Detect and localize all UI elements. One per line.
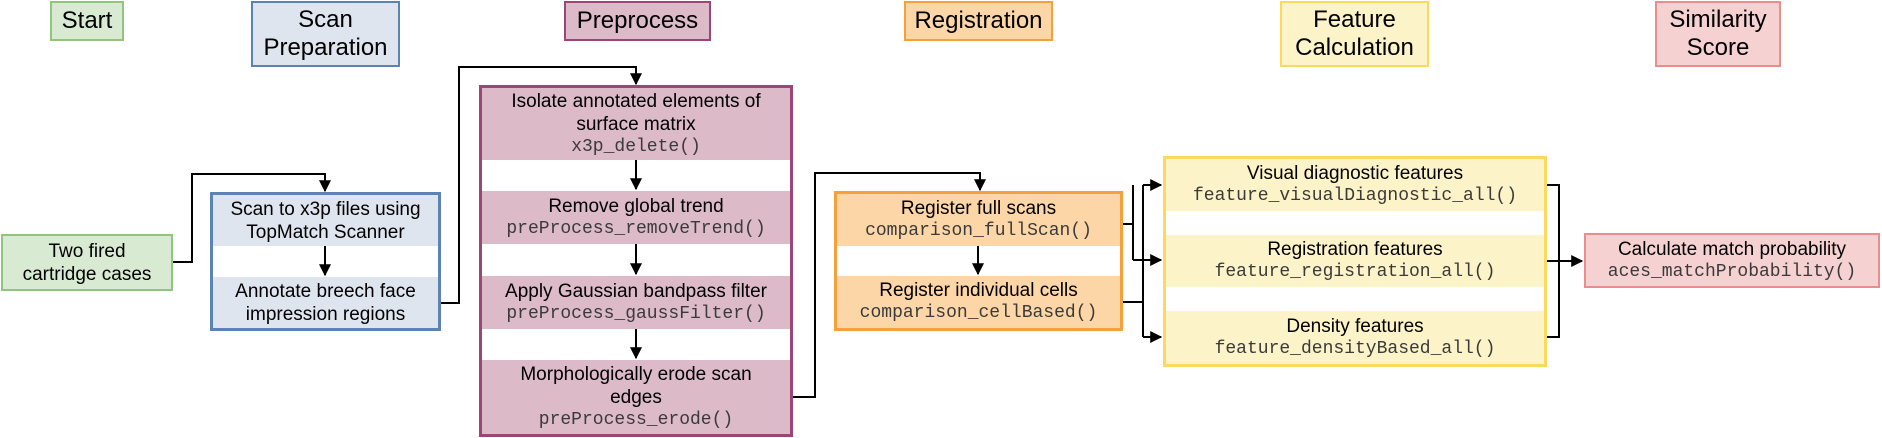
feature-step-registration-line-1: Registration features <box>1267 239 1443 260</box>
registration-step-cells-line-1: Register individual cells <box>879 280 1078 301</box>
header-feature-calculation-line-1: Feature <box>1313 6 1396 33</box>
preprocess-step-isolate-line-1: Isolate annotated elements of <box>511 90 761 112</box>
scan-step-scan-line-1: Scan to x3p files using <box>230 198 421 220</box>
preprocess-step-gauss-filter-code: preProcess_gaussFilter() <box>506 303 766 324</box>
header-feature-calculation-line-2: Calculation <box>1295 34 1414 61</box>
feature-step-visual-diagnostic: Visual diagnostic features feature_visua… <box>1166 159 1544 211</box>
preprocess-step-erode-line-2: edges <box>610 386 662 408</box>
preprocess-step-erode-code: preProcess_erode() <box>538 409 734 430</box>
feature-step-registration-code: feature_registration_all() <box>1214 262 1496 282</box>
preprocess-step-remove-trend-line-1: Remove global trend <box>548 195 724 217</box>
preprocess-step-erode: Morphologically erode scan edges preProc… <box>482 360 790 434</box>
header-registration-line-1: Registration <box>914 7 1043 34</box>
header-scan-preparation: Scan Preparation <box>251 1 400 67</box>
scan-step-annotate-line-1: Annotate breech face <box>235 280 416 302</box>
header-similarity-score: Similarity Score <box>1655 1 1781 67</box>
registration-step-full-scans-code: comparison_fullScan() <box>865 221 1092 241</box>
arrow-preprocess-to-registration <box>793 172 986 398</box>
preprocess-step-gauss-filter-line-1: Apply Gaussian bandpass filter <box>505 280 767 302</box>
header-scan-preparation-line-2: Preparation <box>263 34 388 61</box>
feature-step-visual-diagnostic-line-1: Visual diagnostic features <box>1246 163 1464 184</box>
scan-step-annotate: Annotate breech face impression regions <box>213 277 438 328</box>
feature-step-visual-diagnostic-code: feature_visualDiagnostic_all() <box>1192 186 1518 206</box>
header-preprocess: Preprocess <box>564 1 711 41</box>
preprocess-step-remove-trend: Remove global trend preProcess_removeTre… <box>482 191 790 244</box>
header-feature-calculation: Feature Calculation <box>1280 1 1429 67</box>
arrow-start-to-scan <box>173 173 331 263</box>
header-similarity-score-line-2: Score <box>1686 34 1750 61</box>
registration-step-cells-code: comparison_cellBased() <box>859 303 1098 323</box>
header-similarity-score-line-1: Similarity <box>1669 6 1767 33</box>
header-preprocess-line-1: Preprocess <box>576 7 699 34</box>
feature-step-registration: Registration features feature_registrati… <box>1166 235 1544 287</box>
feature-step-density-line-1: Density features <box>1286 315 1424 337</box>
preprocess-step-gauss-filter: Apply Gaussian bandpass filter preProces… <box>482 276 790 329</box>
preprocess-step-isolate: Isolate annotated elements of surface ma… <box>482 88 790 160</box>
header-scan-preparation-line-1: Scan <box>298 6 353 33</box>
start-node: Two fired cartridge cases <box>1 234 173 291</box>
scan-step-scan: Scan to x3p files using TopMatch Scanner <box>213 195 438 246</box>
preprocess-step-erode-line-1: Morphologically erode scan <box>520 363 752 385</box>
similarity-score-node: Calculate match probability aces_matchPr… <box>1584 233 1880 288</box>
registration-step-full-scans: Register full scans comparison_fullScan(… <box>837 194 1120 246</box>
start-box <box>1 234 173 291</box>
preprocess-step-remove-trend-code: preProcess_removeTrend() <box>506 218 766 239</box>
header-registration: Registration <box>904 1 1053 41</box>
similarity-score-box <box>1584 233 1880 288</box>
registration-step-cells: Register individual cells comparison_cel… <box>837 276 1120 328</box>
preprocess-step-isolate-line-2: surface matrix <box>576 113 696 135</box>
scan-step-scan-line-2: TopMatch Scanner <box>246 221 405 243</box>
similarity-score-code: aces_matchProbability() <box>1607 261 1857 282</box>
start-text-line-2: cartridge cases <box>22 263 152 285</box>
header-start-line-1: Start <box>61 7 113 34</box>
registration-step-full-scans-line-1: Register full scans <box>900 198 1057 219</box>
scan-step-annotate-line-2: impression regions <box>245 303 406 325</box>
arrow-scan-to-preprocess <box>441 66 642 304</box>
preprocess-step-isolate-code: x3p_delete() <box>571 136 701 157</box>
similarity-score-text: Calculate match probability <box>1617 238 1847 260</box>
feature-step-density: Density features feature_densityBased_al… <box>1166 311 1544 364</box>
start-text-line-1: Two fired <box>48 240 126 262</box>
feature-step-density-code: feature_densityBased_all() <box>1214 338 1496 359</box>
header-start: Start <box>50 1 124 41</box>
